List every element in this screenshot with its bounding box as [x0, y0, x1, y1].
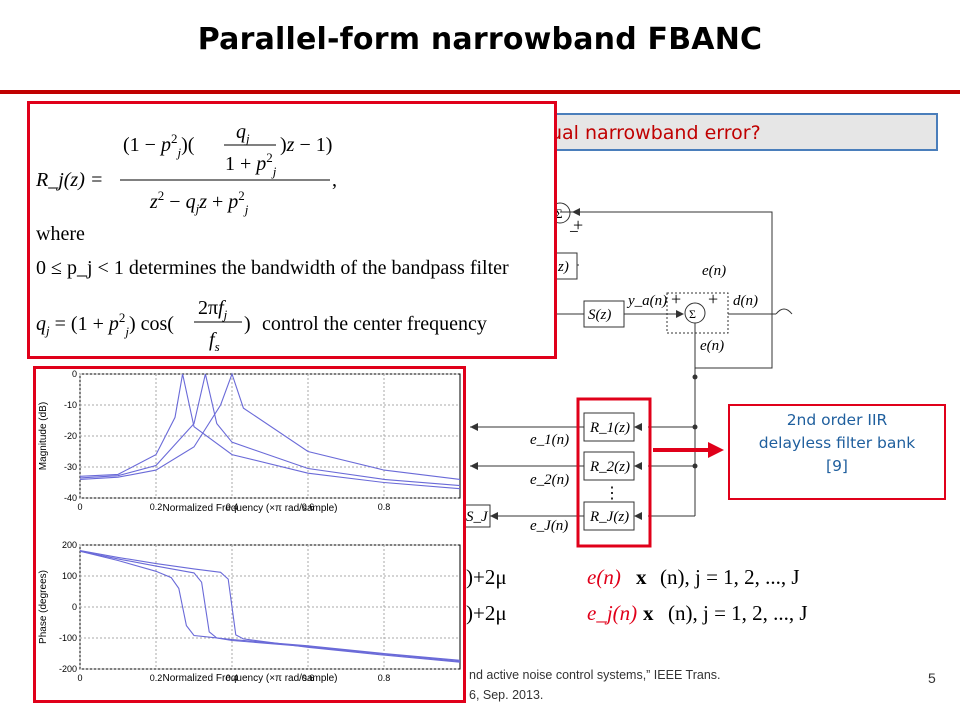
d-n-label: d(n) — [733, 293, 758, 309]
ya-n-label: y_a(n) — [626, 293, 667, 309]
formula-svg: R_j(z) = (1 − p2j)( qj 1 + p2j )z − 1) z… — [35, 121, 509, 354]
series-line-1-2 — [79, 550, 461, 663]
y-tick-label: -40 — [64, 493, 77, 503]
formula-popup: R_j(z) = (1 − p2j)( qj 1 + p2j )z − 1) z… — [27, 101, 557, 359]
y-tick-label: -30 — [64, 462, 77, 472]
e1-label: e_1(n) — [530, 432, 569, 448]
sigma-top-label: Σ — [555, 206, 563, 221]
rj-denominator: z2 − qjz + p2j — [149, 188, 249, 217]
x-tick-label: 0.2 — [150, 502, 163, 512]
title-rule — [0, 90, 960, 94]
r2-label: R_2(z) — [589, 459, 630, 475]
x-tick-label: 0.4 — [226, 502, 239, 512]
e-n-top-label: e(n) — [702, 263, 726, 279]
x-axis-label: Normalized Frequency (×π rad/sample) — [162, 673, 337, 684]
y-tick-label: -200 — [59, 664, 77, 674]
y-tick-label: 0 — [72, 602, 77, 612]
y-tick-label: -20 — [64, 431, 77, 441]
close-paren: ) — [244, 313, 251, 335]
y-tick-label: 100 — [62, 571, 77, 581]
s-z-label: S(z) — [588, 307, 611, 323]
eq1-left: )+2μ — [466, 565, 507, 589]
q-center-text: control the center frequency — [262, 313, 487, 335]
ej-label: e_J(n) — [530, 518, 568, 534]
fs-denominator: fs — [209, 329, 220, 354]
vdots-label: ⋮ — [604, 485, 620, 502]
eq1-error: e(n) — [587, 565, 621, 589]
citation-line-1: nd active noise control systems,” IEEE T… — [469, 668, 721, 682]
series-line-1-1 — [79, 550, 461, 662]
y-tick-label: 200 — [62, 540, 77, 550]
p-bandwidth-text: 0 ≤ p_j < 1 determines the bandwidth of … — [36, 257, 509, 279]
callout-line-3: [9] — [826, 457, 848, 475]
page-number: 5 — [928, 670, 936, 686]
y-axis-label: Magnitude (dB) — [38, 402, 49, 470]
series-line-0-1 — [79, 373, 461, 487]
filter-bank-callout: 2nd order IIR delayless filter bank [9] — [728, 404, 946, 500]
series-line-0-0 — [79, 373, 461, 490]
eq2-x: x — [643, 601, 654, 625]
x-tick-label: 0 — [77, 502, 82, 512]
q-over: qj — [236, 121, 250, 146]
x-tick-label: 0.4 — [226, 673, 239, 683]
y-tick-label: -10 — [64, 400, 77, 410]
slide-title: Parallel-form narrowband FBANC — [197, 22, 763, 57]
r1-label: R_1(z) — [589, 420, 630, 436]
partial-z-label: z) — [557, 259, 569, 275]
callout-line-2: delayless filter bank — [758, 434, 916, 452]
eq2-left: )+2μ — [466, 601, 507, 625]
x-tick-label: 0.2 — [150, 673, 163, 683]
eq1-tail: (n), j = 1, 2, ..., J — [660, 565, 800, 589]
plus-sign-right: + — [708, 289, 718, 309]
rj-label: R_J(z) — [589, 509, 629, 525]
series-line-1-0 — [79, 550, 461, 661]
x-axis-label: Normalized Frequency (×π rad/sample) — [162, 503, 337, 514]
e-n-mid-label: e(n) — [700, 338, 724, 354]
x-tick-label: 0.8 — [378, 502, 391, 512]
x-tick-label: 0.8 — [378, 673, 391, 683]
y-tick-label: -100 — [59, 633, 77, 643]
sigma-mid-label: Σ — [689, 307, 696, 321]
rj-numerator-1: (1 − p2j)( — [123, 131, 195, 160]
plus-sign-top: + — [573, 215, 583, 235]
plus-sign-left: + — [671, 289, 681, 309]
e2-label: e_2(n) — [530, 472, 569, 488]
sj-label: S_J — [466, 509, 489, 525]
comma: , — [332, 169, 337, 191]
y-tick-label: 0 — [72, 369, 77, 379]
minus-sign: − — [569, 222, 579, 241]
qj-lhs: qj = (1 + p2j) cos( — [36, 310, 174, 339]
callout-line-1: 2nd order IIR — [786, 411, 888, 429]
eq2-error: e_j(n) — [587, 601, 637, 625]
citation-line-2: 6, Sep. 2013. — [469, 688, 544, 702]
q-under: 1 + p2j — [225, 150, 277, 179]
rj-numerator-2: )z − 1) — [280, 134, 332, 156]
eq1-x: x — [636, 565, 647, 589]
eq2-tail: (n), j = 1, 2, ..., J — [668, 601, 808, 625]
filter-bank-highlight — [576, 397, 652, 548]
y-axis-label: Phase (degrees) — [38, 570, 49, 644]
where-text: where — [36, 223, 85, 245]
x-tick-label: 0 — [77, 673, 82, 683]
x-tick-label: 0.6 — [302, 673, 315, 683]
series-line-0-2 — [79, 372, 461, 480]
x-tick-label: 0.6 — [302, 502, 315, 512]
rj-lhs: R_j(z) = — [35, 169, 103, 191]
two-pi-f: 2πfj — [198, 297, 228, 322]
question-text: ual narrowband error? — [550, 122, 761, 144]
